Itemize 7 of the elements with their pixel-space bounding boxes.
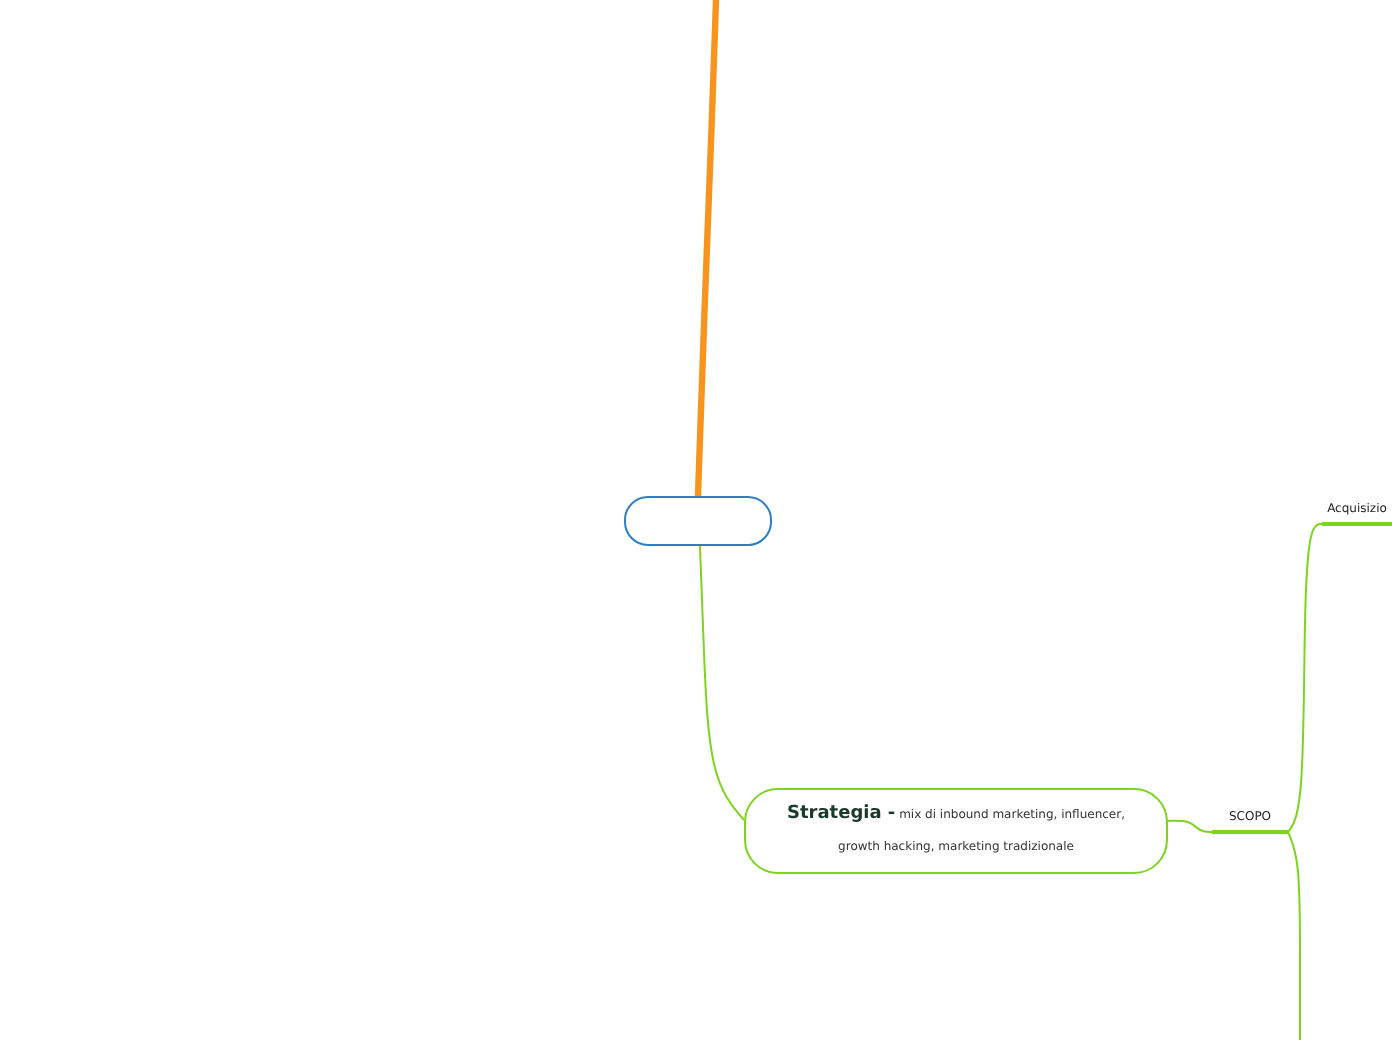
topic-box bbox=[624, 496, 772, 546]
branch-line bbox=[1287, 831, 1301, 1040]
connector-line bbox=[1287, 523, 1323, 833]
branch-line bbox=[694, 0, 720, 497]
connector-line bbox=[699, 545, 745, 821]
connector-line bbox=[1167, 819, 1213, 833]
topic-box bbox=[744, 788, 1168, 874]
